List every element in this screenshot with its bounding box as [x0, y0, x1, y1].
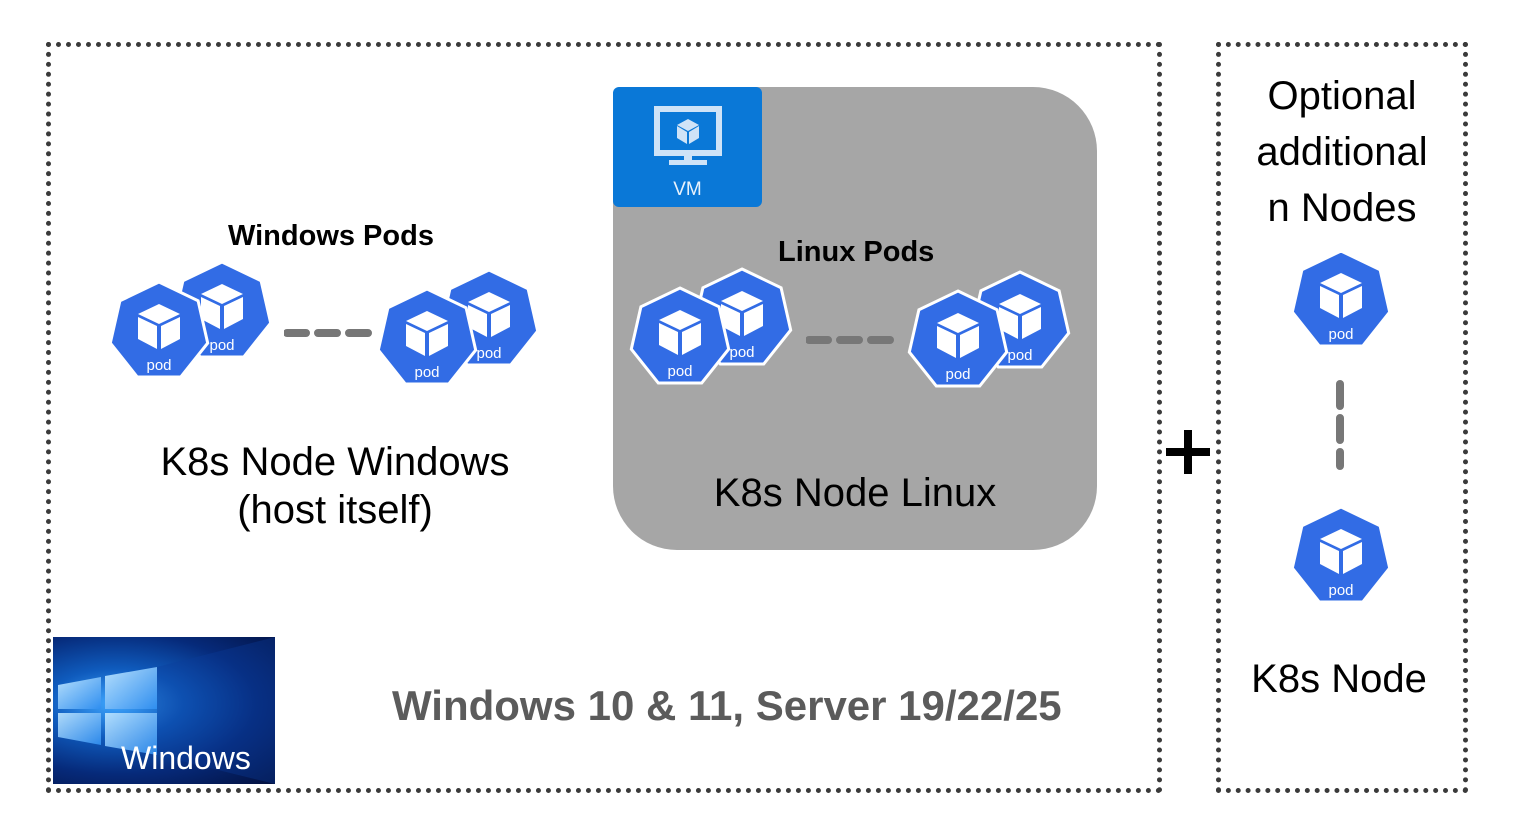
pod-label: pod — [945, 366, 970, 383]
windows-pod: pod — [108, 280, 210, 382]
pod-label: pod — [1328, 326, 1353, 343]
windows-pods-dashes — [284, 329, 374, 337]
optional-nodes-title: Optional additional n Nodes — [1222, 68, 1462, 236]
main-node-frame — [46, 42, 1162, 793]
pod-label: pod — [476, 345, 501, 362]
windows-pod: pod — [376, 287, 478, 389]
windows-node-label-line1: K8s Node Windows — [160, 440, 510, 484]
windows-pods-heading: Windows Pods — [228, 220, 434, 252]
pod-label: pod — [667, 363, 692, 380]
plus-icon — [1166, 430, 1210, 474]
linux-node-label: K8s Node Linux — [713, 471, 997, 515]
optional-title-line1: Optional — [1267, 74, 1417, 118]
optional-nodes-frame — [1216, 42, 1468, 793]
os-versions-label: Windows 10 & 11, Server 19/22/25 — [392, 682, 1062, 729]
linux-pods-dashes — [806, 336, 896, 344]
vm-monitor-icon — [654, 106, 722, 165]
linux-pod: pod — [629, 286, 731, 388]
pod-label: pod — [1007, 347, 1032, 364]
pod-icon: pod — [376, 287, 478, 386]
pod-label: pod — [1328, 582, 1353, 599]
windows-logo-icon — [58, 637, 275, 784]
pod-label: pod — [729, 344, 754, 361]
optional-title-line3: n Nodes — [1267, 186, 1417, 230]
optional-nodes-dashes — [1336, 380, 1344, 470]
optional-node-pod: pod — [1290, 249, 1392, 351]
windows-logo-label: Windows — [121, 740, 251, 776]
windows-node-label: K8s Node Windows (host itself) — [140, 438, 530, 534]
pod-label: pod — [146, 357, 171, 374]
pod-icon: pod — [907, 289, 1009, 388]
pod-icon: pod — [108, 280, 210, 379]
pod-icon: pod — [1290, 505, 1392, 604]
k8s-node-label: K8s Node — [1251, 657, 1427, 701]
windows-logo-tile: Windows — [53, 637, 275, 784]
pod-label: pod — [414, 364, 439, 381]
pod-label: pod — [209, 337, 234, 354]
pod-icon: pod — [629, 286, 731, 385]
vm-label: VM — [673, 179, 702, 200]
vm-tile: VM — [613, 87, 762, 207]
optional-node-pod: pod — [1290, 505, 1392, 607]
optional-title-line2: additional — [1256, 130, 1428, 174]
pod-icon: pod — [1290, 249, 1392, 348]
linux-pod: pod — [907, 289, 1009, 391]
windows-node-label-line2: (host itself) — [237, 488, 433, 532]
linux-pods-heading: Linux Pods — [778, 236, 935, 268]
